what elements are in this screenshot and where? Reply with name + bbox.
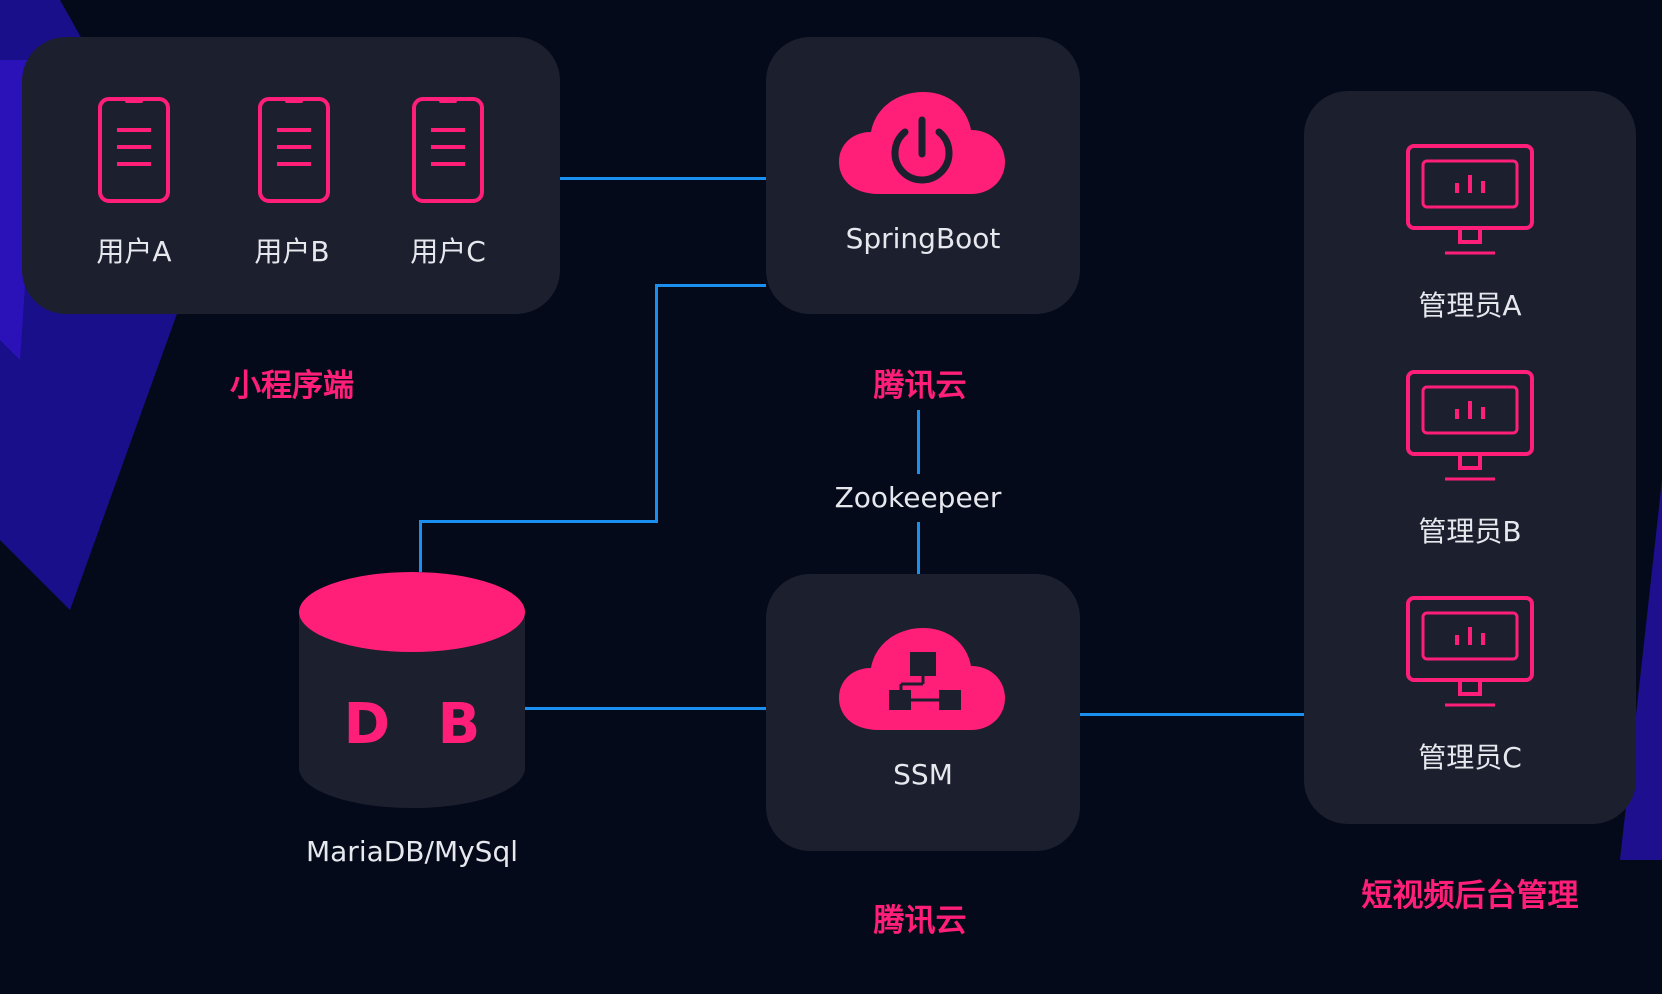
admin-caption: 短视频后台管理	[1361, 878, 1579, 914]
admin-c-label: 管理员C	[1418, 741, 1522, 774]
cloud-network-icon	[839, 628, 1005, 730]
admin-b-label: 管理员B	[1418, 515, 1522, 548]
admin-panel	[1304, 91, 1636, 824]
connector-springboot-db-v1	[655, 284, 658, 523]
phone-icon	[412, 97, 484, 203]
monitor-icon	[1406, 596, 1534, 707]
user-b-label: 用户B	[254, 235, 330, 268]
miniprogram-caption: 小程序端	[230, 368, 354, 404]
phone-icon	[98, 97, 170, 203]
connector-springboot-db-h2	[419, 520, 658, 523]
springboot-label: SpringBoot	[845, 222, 1001, 255]
monitor-icon	[1406, 370, 1534, 481]
ssm-label: SSM	[893, 758, 953, 791]
springboot-cloud-caption: 腾讯云	[873, 368, 967, 404]
miniprogram-panel	[22, 37, 560, 314]
database-icon	[299, 572, 525, 808]
user-c-label: 用户C	[410, 235, 486, 268]
admin-a-label: 管理员A	[1418, 289, 1522, 322]
connector-zookeeper-ssm	[917, 522, 920, 574]
connector-ssm-admin	[1080, 713, 1304, 716]
user-a-label: 用户A	[96, 235, 172, 268]
database-label: MariaDB/MySql	[305, 835, 519, 868]
phone-icon	[258, 97, 330, 203]
connector-springboot-db-h1	[655, 284, 766, 287]
database-text: D B	[343, 692, 495, 757]
connector-db-ssm	[525, 707, 767, 710]
monitor-icon	[1406, 144, 1534, 255]
connector-miniprogram-springboot	[560, 177, 766, 180]
zookeeper-label: Zookeepeer	[834, 481, 1002, 514]
connector-springboot-db-v2	[419, 520, 422, 572]
connector-tencent-zookeeper	[917, 410, 920, 474]
ssm-cloud-caption: 腾讯云	[873, 903, 967, 939]
cloud-power-icon	[839, 92, 1005, 194]
